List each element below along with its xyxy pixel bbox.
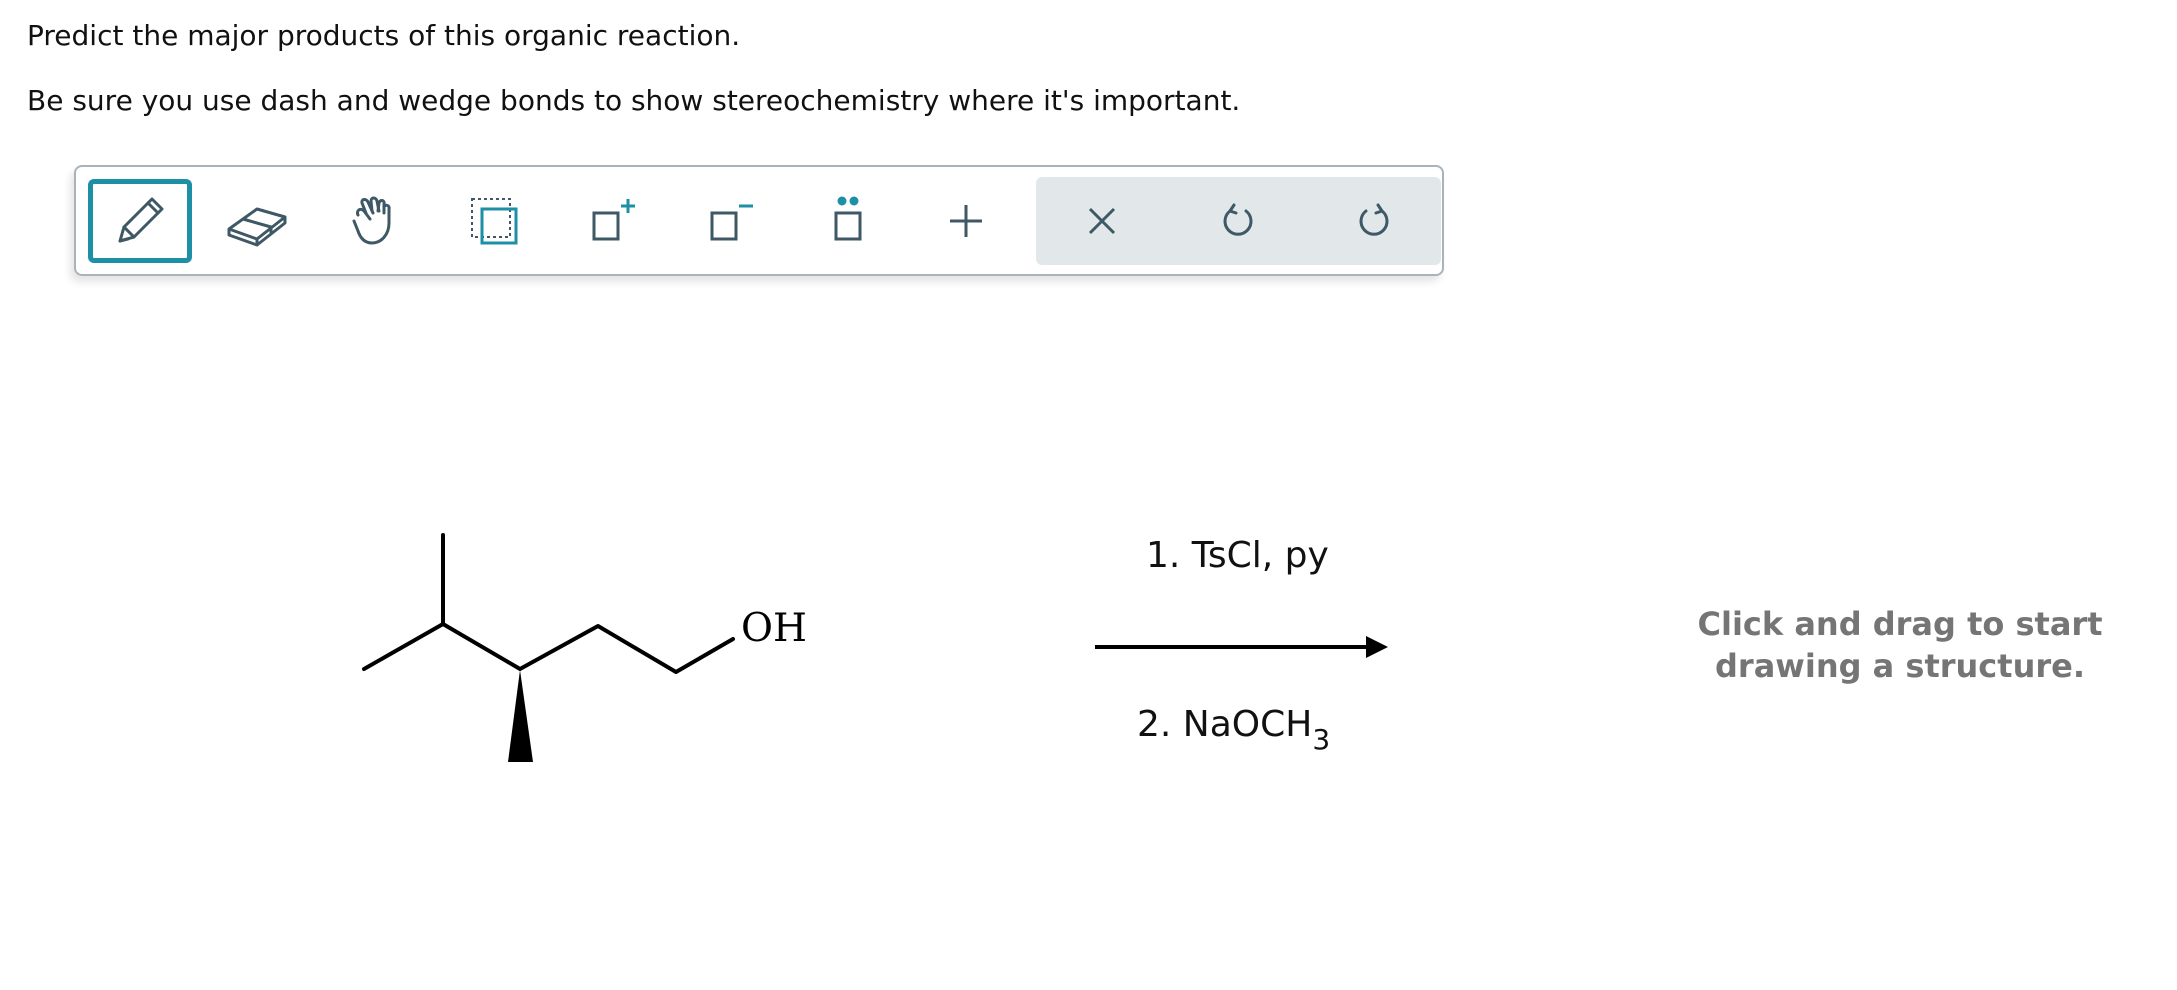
lone-pair-icon bbox=[834, 196, 862, 241]
undo-button[interactable] bbox=[1186, 179, 1290, 263]
undo-icon bbox=[1223, 203, 1253, 236]
add-plus-button[interactable] bbox=[914, 179, 1018, 263]
close-icon bbox=[1088, 207, 1116, 235]
canvas-hint-line-1: Click and drag to start bbox=[1697, 605, 2103, 643]
reaction-canvas[interactable]: OH 1. TsCl, py 2. NaOCH3 bbox=[0, 280, 2177, 990]
select-box-icon bbox=[471, 198, 518, 245]
reagent-step-2: 2. NaOCH3 bbox=[1137, 704, 1330, 756]
hydroxyl-label: OH bbox=[741, 606, 807, 651]
select-tool-button[interactable] bbox=[442, 179, 546, 263]
reagent-step-2-subscript: 3 bbox=[1312, 723, 1330, 756]
plus-icon bbox=[950, 205, 982, 237]
canvas-hint-line-2: drawing a structure. bbox=[1715, 647, 2085, 685]
wedge-bond bbox=[508, 670, 533, 762]
decrease-charge-icon bbox=[710, 204, 753, 241]
canvas-hint: Click and drag to start drawing a struct… bbox=[1640, 603, 2160, 687]
erase-tool-button[interactable] bbox=[206, 179, 310, 263]
action-button-group bbox=[1036, 177, 1441, 265]
increase-charge-icon bbox=[592, 199, 635, 241]
draw-tool-button[interactable] bbox=[88, 179, 192, 263]
hand-icon bbox=[352, 196, 391, 245]
reaction-arrow bbox=[1095, 636, 1388, 658]
drawing-toolbar bbox=[74, 165, 1444, 276]
lone-pair-button[interactable] bbox=[796, 179, 900, 263]
reactant-molecule: OH bbox=[362, 533, 807, 762]
stereochemistry-instruction: Be sure you use dash and wedge bonds to … bbox=[27, 84, 1241, 117]
reagent-step-1: 1. TsCl, py bbox=[1146, 535, 1329, 576]
eraser-icon bbox=[227, 207, 287, 247]
reagent-step-2-main: 2. NaOCH bbox=[1137, 704, 1312, 745]
redo-icon bbox=[1359, 203, 1389, 236]
increase-charge-button[interactable] bbox=[560, 179, 664, 263]
decrease-charge-button[interactable] bbox=[678, 179, 782, 263]
clear-button[interactable] bbox=[1050, 179, 1154, 263]
redo-button[interactable] bbox=[1322, 179, 1426, 263]
carbon-chain-bonds bbox=[362, 622, 735, 674]
move-tool-button[interactable] bbox=[324, 179, 428, 263]
question-prompt: Predict the major products of this organ… bbox=[27, 19, 741, 52]
pencil-icon bbox=[118, 197, 164, 243]
